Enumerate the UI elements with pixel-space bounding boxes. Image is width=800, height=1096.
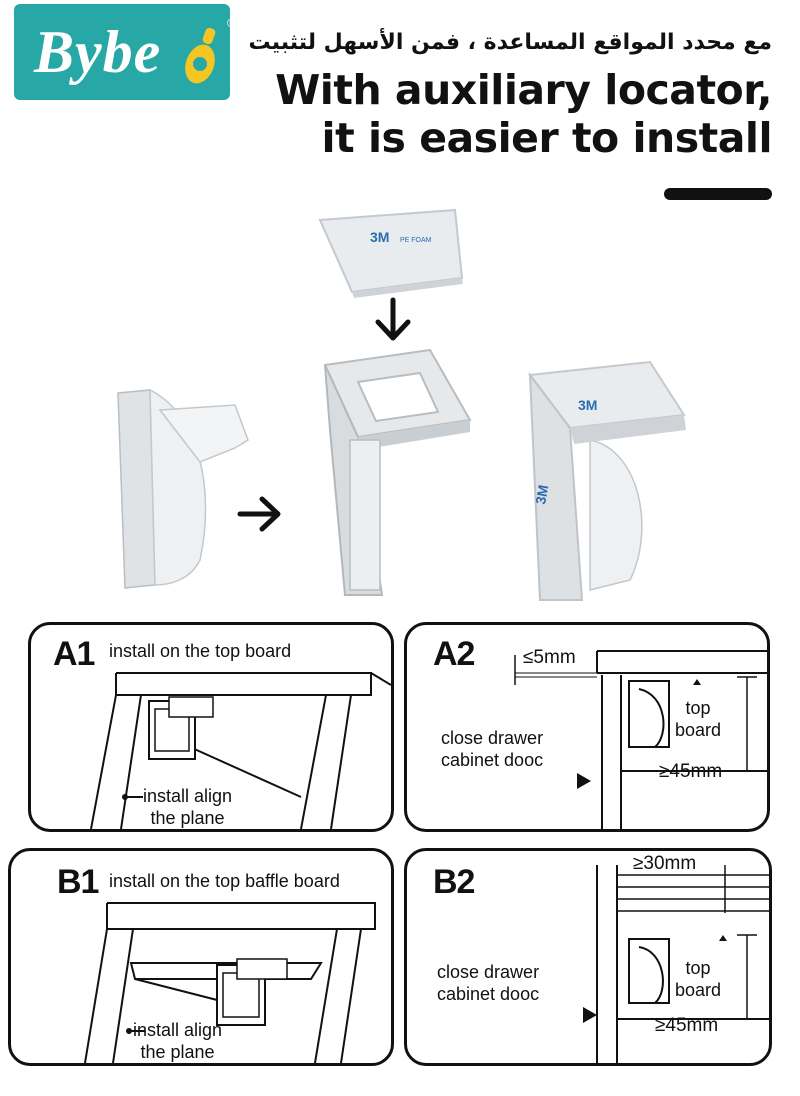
brand-logo: Bybe ® [14, 4, 236, 100]
panel-a2-gap: ≤5mm [523, 647, 576, 668]
panel-b2-left-label: close drawer cabinet dooc [437, 961, 539, 1005]
panel-b1-caption: install on the top baffle board [109, 871, 340, 891]
panel-b1-tag: B1 [57, 863, 99, 901]
latch-assembled: 3M 3M [528, 360, 686, 601]
panel-b2-right-label: top board [675, 957, 721, 1001]
panel-b2-left-line1: close drawer [437, 962, 540, 982]
arrow-down-icon [375, 297, 411, 341]
panel-a1-note: install align the plane [143, 785, 232, 829]
panel-a2-right-line2: board [675, 720, 722, 740]
panel-b1-note-line1: install align [133, 1020, 223, 1040]
panel-b1: B1 install on the top baffle board insta… [8, 848, 394, 1066]
panel-b2-height: ≥45mm [655, 1015, 719, 1036]
panel-a2-right-line1: top [685, 698, 711, 718]
panel-a1-diagram [90, 672, 391, 829]
page-title: With auxiliary locator, it is easier to … [275, 66, 772, 162]
arrow-right-icon [237, 496, 281, 532]
panel-a1: A1 install on the top board install alig… [28, 622, 394, 832]
panel-b2-depth: ≥30mm [633, 853, 697, 874]
panel-a2: A2 ≤5mm close drawer cabinet dooc top bo… [404, 622, 770, 832]
panel-b2-left-line2: cabinet dooc [437, 984, 540, 1004]
panel-b2-right-line1: top [685, 958, 711, 978]
panel-b2-diagram [583, 865, 769, 1063]
page-title-line1: With auxiliary locator, [275, 66, 772, 114]
brand-logo-text: Bybe [34, 19, 162, 85]
registered-mark: ® [227, 16, 236, 30]
panel-b1-note-line2: the plane [140, 1042, 215, 1062]
panel-a2-diagram [514, 650, 767, 829]
title-underline [664, 188, 772, 200]
panel-a1-note-line1: install align [143, 786, 233, 806]
product-illustration: 3M PE FOAM 3M 3M [117, 208, 686, 601]
locator-bracket [323, 348, 472, 596]
foam-pad-top: 3M PE FOAM [318, 208, 464, 298]
panel-b1-diagram [84, 902, 376, 1063]
svg-text:3M: 3M [578, 397, 597, 413]
panel-b2-right-line2: board [675, 980, 722, 1000]
panel-a2-left-line2: cabinet dooc [441, 750, 544, 770]
page-title-line2: it is easier to install [321, 114, 773, 162]
panel-a2-height: ≥45mm [659, 761, 723, 782]
foam-label: 3M [370, 229, 389, 245]
panel-a2-left-label: close drawer cabinet dooc [441, 727, 543, 771]
pacifier-icon [185, 27, 216, 84]
panel-a2-tag: A2 [433, 635, 475, 673]
latch-left [117, 388, 249, 589]
panel-b2: B2 ≥30mm close drawer cabinet dooc top b… [404, 848, 772, 1066]
panel-a1-caption: install on the top board [109, 641, 292, 661]
panel-a2-right-label: top board [675, 697, 721, 741]
foam-sublabel: PE FOAM [400, 237, 432, 244]
panel-b1-note: install align the plane [133, 1019, 222, 1063]
panel-a2-left-line1: close drawer [441, 728, 544, 748]
panel-a1-note-line2: the plane [150, 808, 225, 828]
panel-a1-tag: A1 [53, 635, 95, 673]
arabic-subtitle: مع محدد المواقع المساعدة ، فمن الأسهل لت… [248, 30, 772, 55]
panel-b2-tag: B2 [433, 863, 475, 901]
svg-text:3M: 3M [532, 484, 551, 506]
